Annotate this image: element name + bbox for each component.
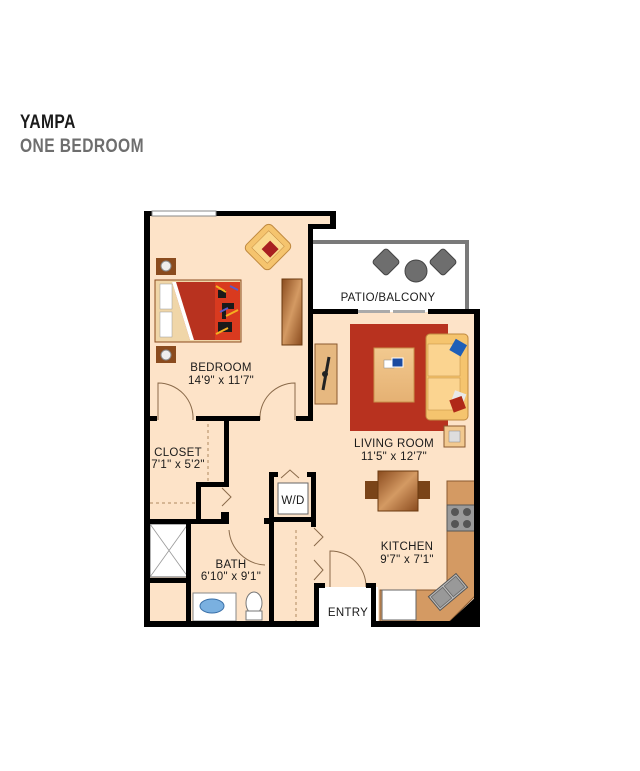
kitchen-label: KITCHEN bbox=[381, 541, 434, 553]
stove bbox=[446, 504, 476, 532]
patio-balcony: PATIO/BALCONY bbox=[312, 240, 469, 311]
patio-chair-left bbox=[372, 248, 400, 276]
coffee-table bbox=[373, 347, 415, 403]
entry-label: ENTRY bbox=[328, 607, 368, 619]
bath-label: BATH bbox=[215, 559, 246, 571]
bath-sink bbox=[199, 598, 225, 614]
living-room-dims: 11'5" x 12'7" bbox=[361, 451, 427, 463]
entry-area: ENTRY bbox=[318, 550, 378, 627]
sofa bbox=[425, 333, 469, 421]
closet-label: CLOSET bbox=[154, 447, 202, 459]
closet-shelving bbox=[150, 424, 297, 622]
patio-table bbox=[404, 259, 428, 283]
plan-subtitle: ONE BEDROOM bbox=[20, 136, 144, 157]
living-furniture bbox=[314, 324, 469, 512]
bath-dims: 6'10" x 9'1" bbox=[201, 571, 261, 583]
bedroom-label: BEDROOM bbox=[190, 362, 252, 374]
bedroom-dims: 14'9" x 11'7" bbox=[188, 375, 254, 387]
living-room-label: LIVING ROOM bbox=[354, 438, 434, 450]
armchair bbox=[244, 223, 292, 271]
walls bbox=[144, 210, 480, 627]
closet-dims: 7'1" x 5'2" bbox=[151, 459, 205, 471]
dresser bbox=[281, 278, 303, 346]
toilet bbox=[245, 591, 263, 621]
shower bbox=[149, 523, 189, 578]
side-table bbox=[443, 425, 466, 448]
door-swings bbox=[157, 382, 324, 581]
dining-set bbox=[365, 470, 430, 512]
kitchen-counter bbox=[379, 480, 478, 624]
plan-title: YAMPA bbox=[20, 112, 76, 133]
washer-dryer bbox=[277, 469, 309, 515]
bedroom-furniture bbox=[154, 223, 303, 363]
room-labels: BEDROOM 14'9" x 11'7" LIVING ROOM 11'5" … bbox=[151, 362, 434, 583]
patio-chair-right bbox=[429, 248, 457, 276]
bed bbox=[154, 279, 242, 343]
bath-fixtures bbox=[149, 523, 266, 622]
wd-label: W/D bbox=[281, 495, 304, 507]
kitchen-sink bbox=[427, 572, 469, 612]
dishwasher bbox=[381, 589, 417, 621]
patio-label: PATIO/BALCONY bbox=[341, 292, 436, 304]
tv-stand bbox=[314, 343, 338, 405]
kitchen-dims: 9'7" x 7'1" bbox=[380, 554, 434, 566]
